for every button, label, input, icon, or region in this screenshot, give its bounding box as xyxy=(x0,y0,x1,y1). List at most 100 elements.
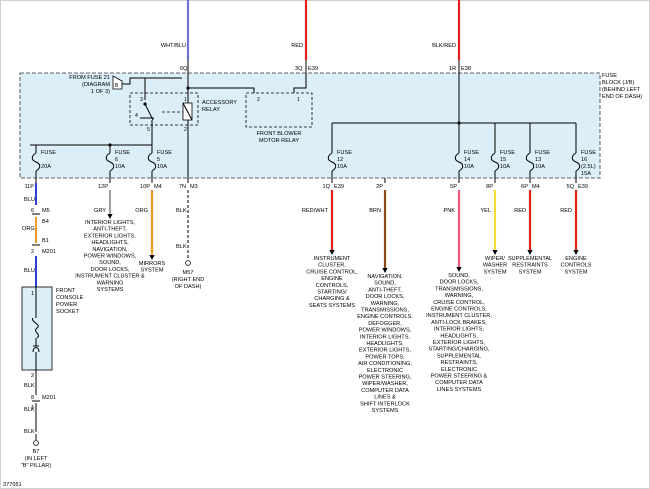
fuse-number: 12 xyxy=(337,157,343,163)
fuse-symbol xyxy=(571,152,581,172)
fuse-symbol xyxy=(327,152,337,172)
branch-dest-line: RESTRAINTS, xyxy=(441,360,478,366)
branch-dest-line: SOUND, xyxy=(448,273,470,279)
relay-coil-slash xyxy=(182,102,193,121)
branch-dest-line: EXTERIOR LIGHTS, xyxy=(359,348,411,354)
branch-dest-line: COMPUTER DATA xyxy=(361,388,409,394)
branch-group: GRY INTERIOR LIGHTS, ANTI-THEFT, EXTERIOR L… xyxy=(75,190,592,414)
ground-symbol xyxy=(33,440,39,446)
output-pin: 6P xyxy=(521,184,528,190)
ground-loc-1: (IN LEFT xyxy=(25,456,48,462)
branch-dest-line: ELECTRONIC xyxy=(441,367,477,373)
fuse-label: FUSE xyxy=(500,150,515,156)
branch-dest-line: WIPER/WASHER, xyxy=(362,381,408,387)
branch-dest-line: AIR CONDITIONING, xyxy=(358,361,412,367)
branch-dest-line: SYSTEM xyxy=(140,268,163,274)
output-pin: 12P xyxy=(98,184,108,190)
branch-wire-label: GRY xyxy=(94,208,106,214)
fuse-symbol xyxy=(490,152,500,172)
fuse-number: 14 xyxy=(464,157,470,163)
branch-dest-line: LINES SYSTEMS xyxy=(437,387,482,393)
branch-dest-line: HEADLIGHTS, xyxy=(440,333,478,339)
pin-b1: B1 xyxy=(42,238,49,244)
output-pin: 8P xyxy=(486,184,493,190)
branch-dest-line: DOOR LOCKS, xyxy=(440,280,479,286)
branch-dest-line: SUPPLEMENTAL xyxy=(437,353,481,359)
branch-dest-line: SYSTEM xyxy=(564,269,587,275)
output-connector: E39 xyxy=(578,184,588,190)
branch-dest-line: COMPUTER DATA xyxy=(435,380,483,386)
branch-dest-line: M57 xyxy=(183,270,194,276)
branch-dest-line: LINES & xyxy=(374,395,396,401)
relay-pin-4: 4 xyxy=(135,113,138,119)
branch-arrow xyxy=(573,250,579,255)
relay-blade xyxy=(144,103,154,121)
branch-dest-line: SYSTEMS xyxy=(97,287,124,293)
wire-red-top-label: RED xyxy=(291,43,303,49)
ground-loc-2: "B" PILLAR) xyxy=(21,463,52,469)
branch-wire-label: BLK xyxy=(176,208,187,214)
output-pin: 2P xyxy=(376,184,383,190)
branch-dest-line: DEFOGGER, xyxy=(368,321,402,327)
branch-dest-line: ANTI-THEFT, xyxy=(368,287,402,293)
output-connector: M4 xyxy=(154,184,162,190)
relay-pin-3: 3 xyxy=(140,97,143,103)
branch-dest-line: NAVIGATION, xyxy=(367,274,403,280)
branch-dest-line: OF DASH) xyxy=(175,284,202,290)
output-pin: 1Q xyxy=(323,184,331,190)
relay-pin-1: 1 xyxy=(184,97,187,103)
socket-label-1: FRONT xyxy=(56,288,76,294)
branch-wire-label: ORG xyxy=(135,208,148,214)
from-fuse-line xyxy=(122,77,182,85)
branch-dest-line: INSTRUMENT CLUSTER, xyxy=(426,313,492,319)
branch-dest-line: CLUSTER, xyxy=(318,263,346,269)
branch-dest-line: WARNING, xyxy=(371,301,400,307)
branch-dest-line: MIRRORS xyxy=(139,261,166,267)
socket-pin-2: 2 xyxy=(31,373,34,379)
wire-blk-red-label: BLK/RED xyxy=(432,43,456,49)
wire-blk-3-label: BLK xyxy=(24,429,35,435)
pin-6q: 6Q xyxy=(180,66,188,72)
branch-dest-line: HEADLIGHTS, xyxy=(366,341,404,347)
fuse-number: 6 xyxy=(115,157,118,163)
branch-dest-line: INSTRUMENT CLUSTER & xyxy=(75,274,145,280)
blower-relay-label-1: FRONT BLOWER xyxy=(257,131,302,137)
fuse-rating: 10A xyxy=(464,164,474,170)
fuse-rating: 10A xyxy=(157,164,167,170)
fuse-symbol xyxy=(525,152,535,172)
branch-dest-line: ANTI-THEFT, xyxy=(93,227,127,233)
branch-dest-line: ENGINE CONTROLS, xyxy=(431,307,487,313)
ground-label: B7 xyxy=(33,449,40,455)
branch-dest-line: POWER WINDOWS, xyxy=(84,254,137,260)
conn-m201: M201 xyxy=(42,249,56,255)
branch-dest-line: INTERIOR LIGHTS, xyxy=(434,327,484,333)
fuse-rating: 10A xyxy=(337,164,347,170)
relay-pin-5: 5 xyxy=(147,127,150,133)
socket-pin-1: 1 xyxy=(31,291,34,297)
output-pin: 10P xyxy=(140,184,150,190)
branch-dest-line: INTERIOR LIGHTS, xyxy=(360,334,410,340)
fuse-block xyxy=(19,72,601,179)
socket-label-3: POWER xyxy=(56,302,77,308)
branch-wire-label: BRN xyxy=(369,208,381,214)
wire-blu-1-label: BLU xyxy=(24,197,35,203)
branch-dest-line: WARNING, xyxy=(445,293,474,299)
fuse-label: FUSE xyxy=(535,150,550,156)
fuse-block-title-1: FUSE xyxy=(602,73,617,79)
accessory-relay-label-1: ACCESSORY xyxy=(202,100,237,106)
blower-relay-box xyxy=(245,92,313,128)
output-pin: 7N xyxy=(179,184,186,190)
from-fuse-1: FROM FUSE 21 xyxy=(69,75,110,81)
conn-e39-top: E39 xyxy=(308,66,318,72)
fuse-label: FUSE xyxy=(41,150,56,156)
branch-dest-line: CONTROLS xyxy=(560,263,591,269)
conn-m5: M5 xyxy=(42,208,50,214)
ground-symbol xyxy=(185,260,191,266)
branch-dest-line: POWER TOPS, xyxy=(365,354,405,360)
fuse-label: FUSE xyxy=(464,150,479,156)
branch-dest-line: TRANSMISSIONS, xyxy=(435,286,483,292)
fuse-group: FUSE20AFUSE610AFUSE510AFUSE1210AFUSE1410… xyxy=(31,123,596,178)
branch-wire-label: RED xyxy=(560,208,572,214)
wire-blk-2-label: BLK xyxy=(24,407,35,413)
